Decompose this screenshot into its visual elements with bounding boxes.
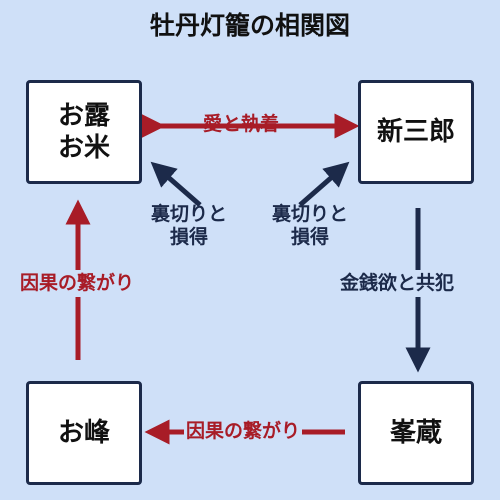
edge-label-karma-bottom: 因果の繋がり xyxy=(184,420,303,443)
node-shinzaburo-label: 新三郎 xyxy=(376,116,455,147)
edge-label-money: 金銭欲と共犯 xyxy=(340,270,455,297)
node-otsuyu-label: お露 xyxy=(57,100,110,131)
betrayal-arrow-to-otsuyu xyxy=(150,161,202,207)
edge-label-love: 愛と執着 xyxy=(203,113,280,135)
node-omine-label: お峰 xyxy=(57,417,110,448)
node-tomizo-label: 峯蔵 xyxy=(389,417,442,448)
node-oyone-label: お米 xyxy=(57,133,110,163)
betrayal-arrow-to-shinzaburo xyxy=(298,161,350,207)
node-tomizo: 峯蔵 xyxy=(358,381,474,485)
edge-label-betrayal-left: 裏切りと 損得 xyxy=(151,203,228,248)
edge-label-karma-left: 因果の繋がり xyxy=(20,270,135,297)
node-otsuyu-oyone: お露 お米 xyxy=(26,80,142,184)
node-shinzaburo: 新三郎 xyxy=(358,80,474,184)
node-omine: お峰 xyxy=(26,381,142,485)
diagram-title: 牡丹灯籠の相関図 xyxy=(149,11,350,40)
edge-label-betrayal-right: 裏切りと 損得 xyxy=(272,203,349,248)
